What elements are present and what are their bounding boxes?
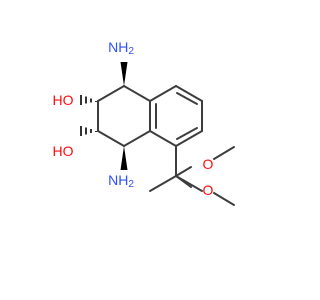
bond — [97, 130, 125, 147]
bond — [213, 146, 235, 160]
hashed-bond-upper-hydroxyl — [80, 95, 97, 105]
structure-canvas: NH2 NH2 HO HO O O — [52, 39, 235, 206]
double-bond-inner — [176, 92, 198, 105]
hashed-bond-lower-hydroxyl — [80, 126, 97, 136]
bond — [123, 130, 151, 147]
bond — [149, 85, 177, 102]
acetal-side-chain — [149, 145, 235, 206]
bond — [149, 175, 177, 192]
bond — [175, 175, 192, 188]
molecule-drawing: NH2 NH2 HO HO O O — [53, 39, 235, 206]
amine-top-label: NH2 — [108, 39, 134, 57]
bond — [123, 85, 151, 102]
bond — [175, 130, 203, 147]
amine-bottom-label: NH2 — [108, 172, 134, 190]
hydroxyl-lower-label: HO — [53, 143, 74, 159]
bond — [175, 85, 203, 102]
wedge-bond-bottom-amine — [120, 146, 128, 170]
bond — [97, 85, 125, 102]
bond — [175, 166, 192, 177]
hydroxyl-upper-label: HO — [53, 92, 74, 108]
ether-oxygen-upper-label: O — [203, 156, 214, 172]
double-bond-inner — [176, 127, 198, 140]
wedge-bond-top-amine — [120, 62, 128, 86]
aromatic-ring — [149, 85, 203, 147]
saturated-ring — [97, 85, 151, 147]
bond — [213, 192, 235, 206]
bond — [149, 130, 177, 147]
ether-oxygen-lower-label: O — [203, 182, 214, 198]
